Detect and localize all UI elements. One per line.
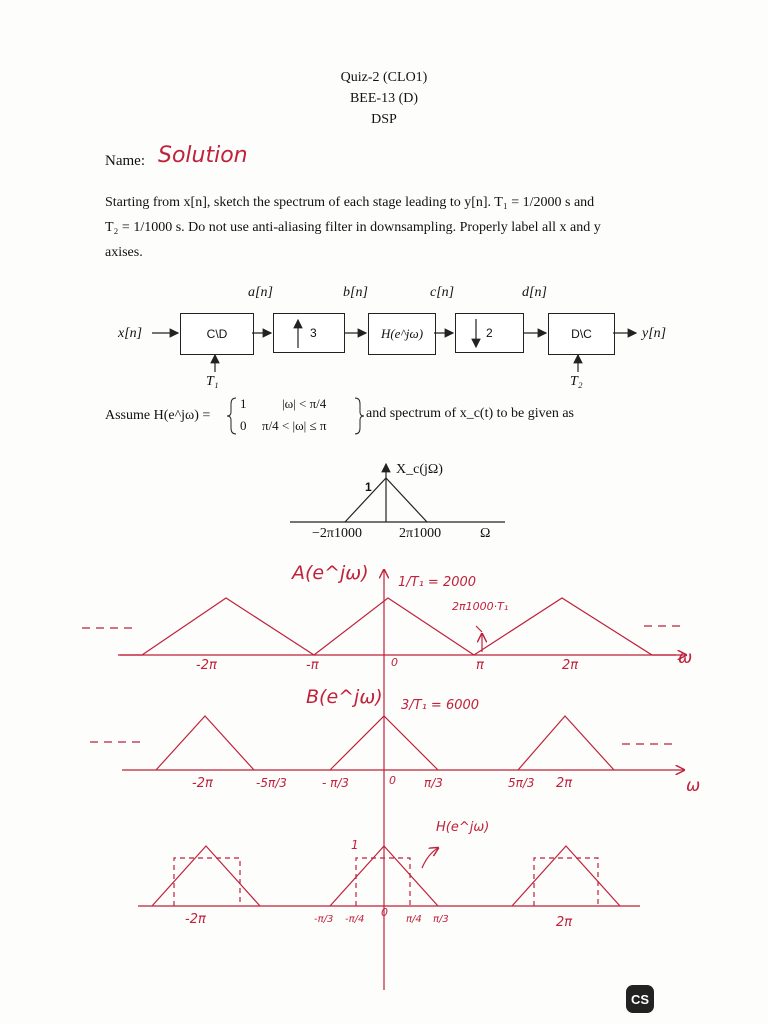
plot-a-graph [82, 570, 686, 990]
filter-label: H(e^jω) [380, 326, 424, 341]
case2-value: 0 [240, 418, 247, 433]
plot-a-title: A(e^jω) [292, 562, 369, 584]
subject: DSP [371, 112, 397, 127]
plot-b-tick-neg2pi: -2π [192, 776, 213, 791]
name-value: Solution [158, 143, 248, 168]
plot-a-tick-neg2pi: -2π [196, 658, 217, 673]
plot-b-tick-neg5pi3: -5π/3 [256, 776, 287, 790]
plot-a-tick-pi: π [476, 658, 484, 673]
input-label: x[n] [118, 326, 143, 341]
xc-left-tick: −2π1000 [312, 526, 362, 541]
plot-c-graph [138, 845, 640, 907]
downsample-factor: 2 [486, 326, 493, 340]
upsample-factor: 3 [310, 326, 317, 340]
cd-label: C\D [206, 327, 228, 341]
plot-b-tick-5pi3: 5π/3 [508, 776, 535, 790]
plot-b-title: B(e^jω) [306, 686, 383, 708]
output-label: y[n] [642, 326, 667, 341]
signal-b-label: b[n] [343, 285, 368, 300]
plot-c-tick-0: 0 [381, 906, 388, 919]
plot-c-tick-negpi3: -π/3 [314, 914, 334, 925]
plot-a-xlabel: ω [678, 648, 693, 668]
question-line-2: T₂ = 1/1000 s. Do not use anti-aliasing … [105, 220, 601, 235]
plot-a-tick-0: 0 [391, 656, 398, 669]
logo-text: CS [630, 991, 650, 1007]
plot-b-amp-note: 3/T₁ = 6000 [401, 698, 480, 713]
question-line-1: Starting from x[n], sketch the spectrum … [105, 195, 595, 210]
signal-c-label: c[n] [430, 285, 455, 300]
xc-xlabel: Ω [480, 526, 491, 541]
plot-c-tick-2pi: 2π [556, 915, 573, 930]
plot-c-tick-pi3: π/3 [433, 914, 449, 925]
plot-b-tick-2pi: 2π [556, 776, 573, 791]
assume-prefix: Assume H(e^jω) = [105, 408, 211, 423]
plot-b-tick-negpi3: - π/3 [322, 776, 350, 790]
name-label: Name: [105, 153, 145, 169]
plot-c-tick-neg2pi: -2π [185, 912, 206, 927]
xc-peak: 1 [365, 480, 372, 494]
plot-a-tick-2pi: 2π [562, 658, 579, 673]
plot-c-tick-pi4: π/4 [406, 914, 422, 925]
downsample-block: 2 [455, 313, 524, 353]
assume-suffix: and spectrum of x_c(t) to be given as [366, 406, 574, 421]
xc-ylabel: X_c(jΩ) [396, 462, 443, 477]
camscanner-logo: CS [626, 985, 654, 1013]
plot-a-amp-note: 1/T₁ = 2000 [398, 575, 477, 590]
plot-b-tick-0: 0 [389, 774, 396, 787]
dc-label: D\C [571, 327, 592, 341]
case1-cond: |ω| < π/4 [282, 396, 327, 411]
plot-a-edge-note: 2π1000·T₁ [452, 600, 509, 613]
plot-c-filter-amp: 1 [351, 838, 359, 852]
case1-value: 1 [240, 396, 247, 411]
signal-d-label: d[n] [522, 285, 547, 300]
t1-label: T₁ [206, 374, 219, 389]
question-line-3: axises. [105, 245, 143, 260]
quiz-title: Quiz-2 (CLO1) [340, 70, 428, 85]
plot-c-tick-negpi4: -π/4 [345, 914, 365, 925]
plot-b-graph [90, 715, 684, 770]
xc-right-tick: 2π1000 [399, 526, 442, 541]
case2-cond: π/4 < |ω| ≤ π [262, 418, 327, 433]
plot-c-filter-label: H(e^jω) [436, 820, 490, 835]
course-code: BEE-13 (D) [349, 91, 419, 106]
dc-block: D\C [548, 313, 615, 355]
upsample-block: 3 [273, 313, 345, 353]
plot-b-tick-pi3: π/3 [424, 776, 443, 790]
plot-a-tick-negpi: -π [306, 658, 319, 673]
t2-label: T₂ [570, 374, 583, 389]
filter-block: H(e^jω) [368, 313, 436, 355]
signal-a-label: a[n] [248, 285, 273, 300]
plot-b-xlabel: ω [686, 776, 701, 796]
cd-block: C\D [180, 313, 254, 355]
